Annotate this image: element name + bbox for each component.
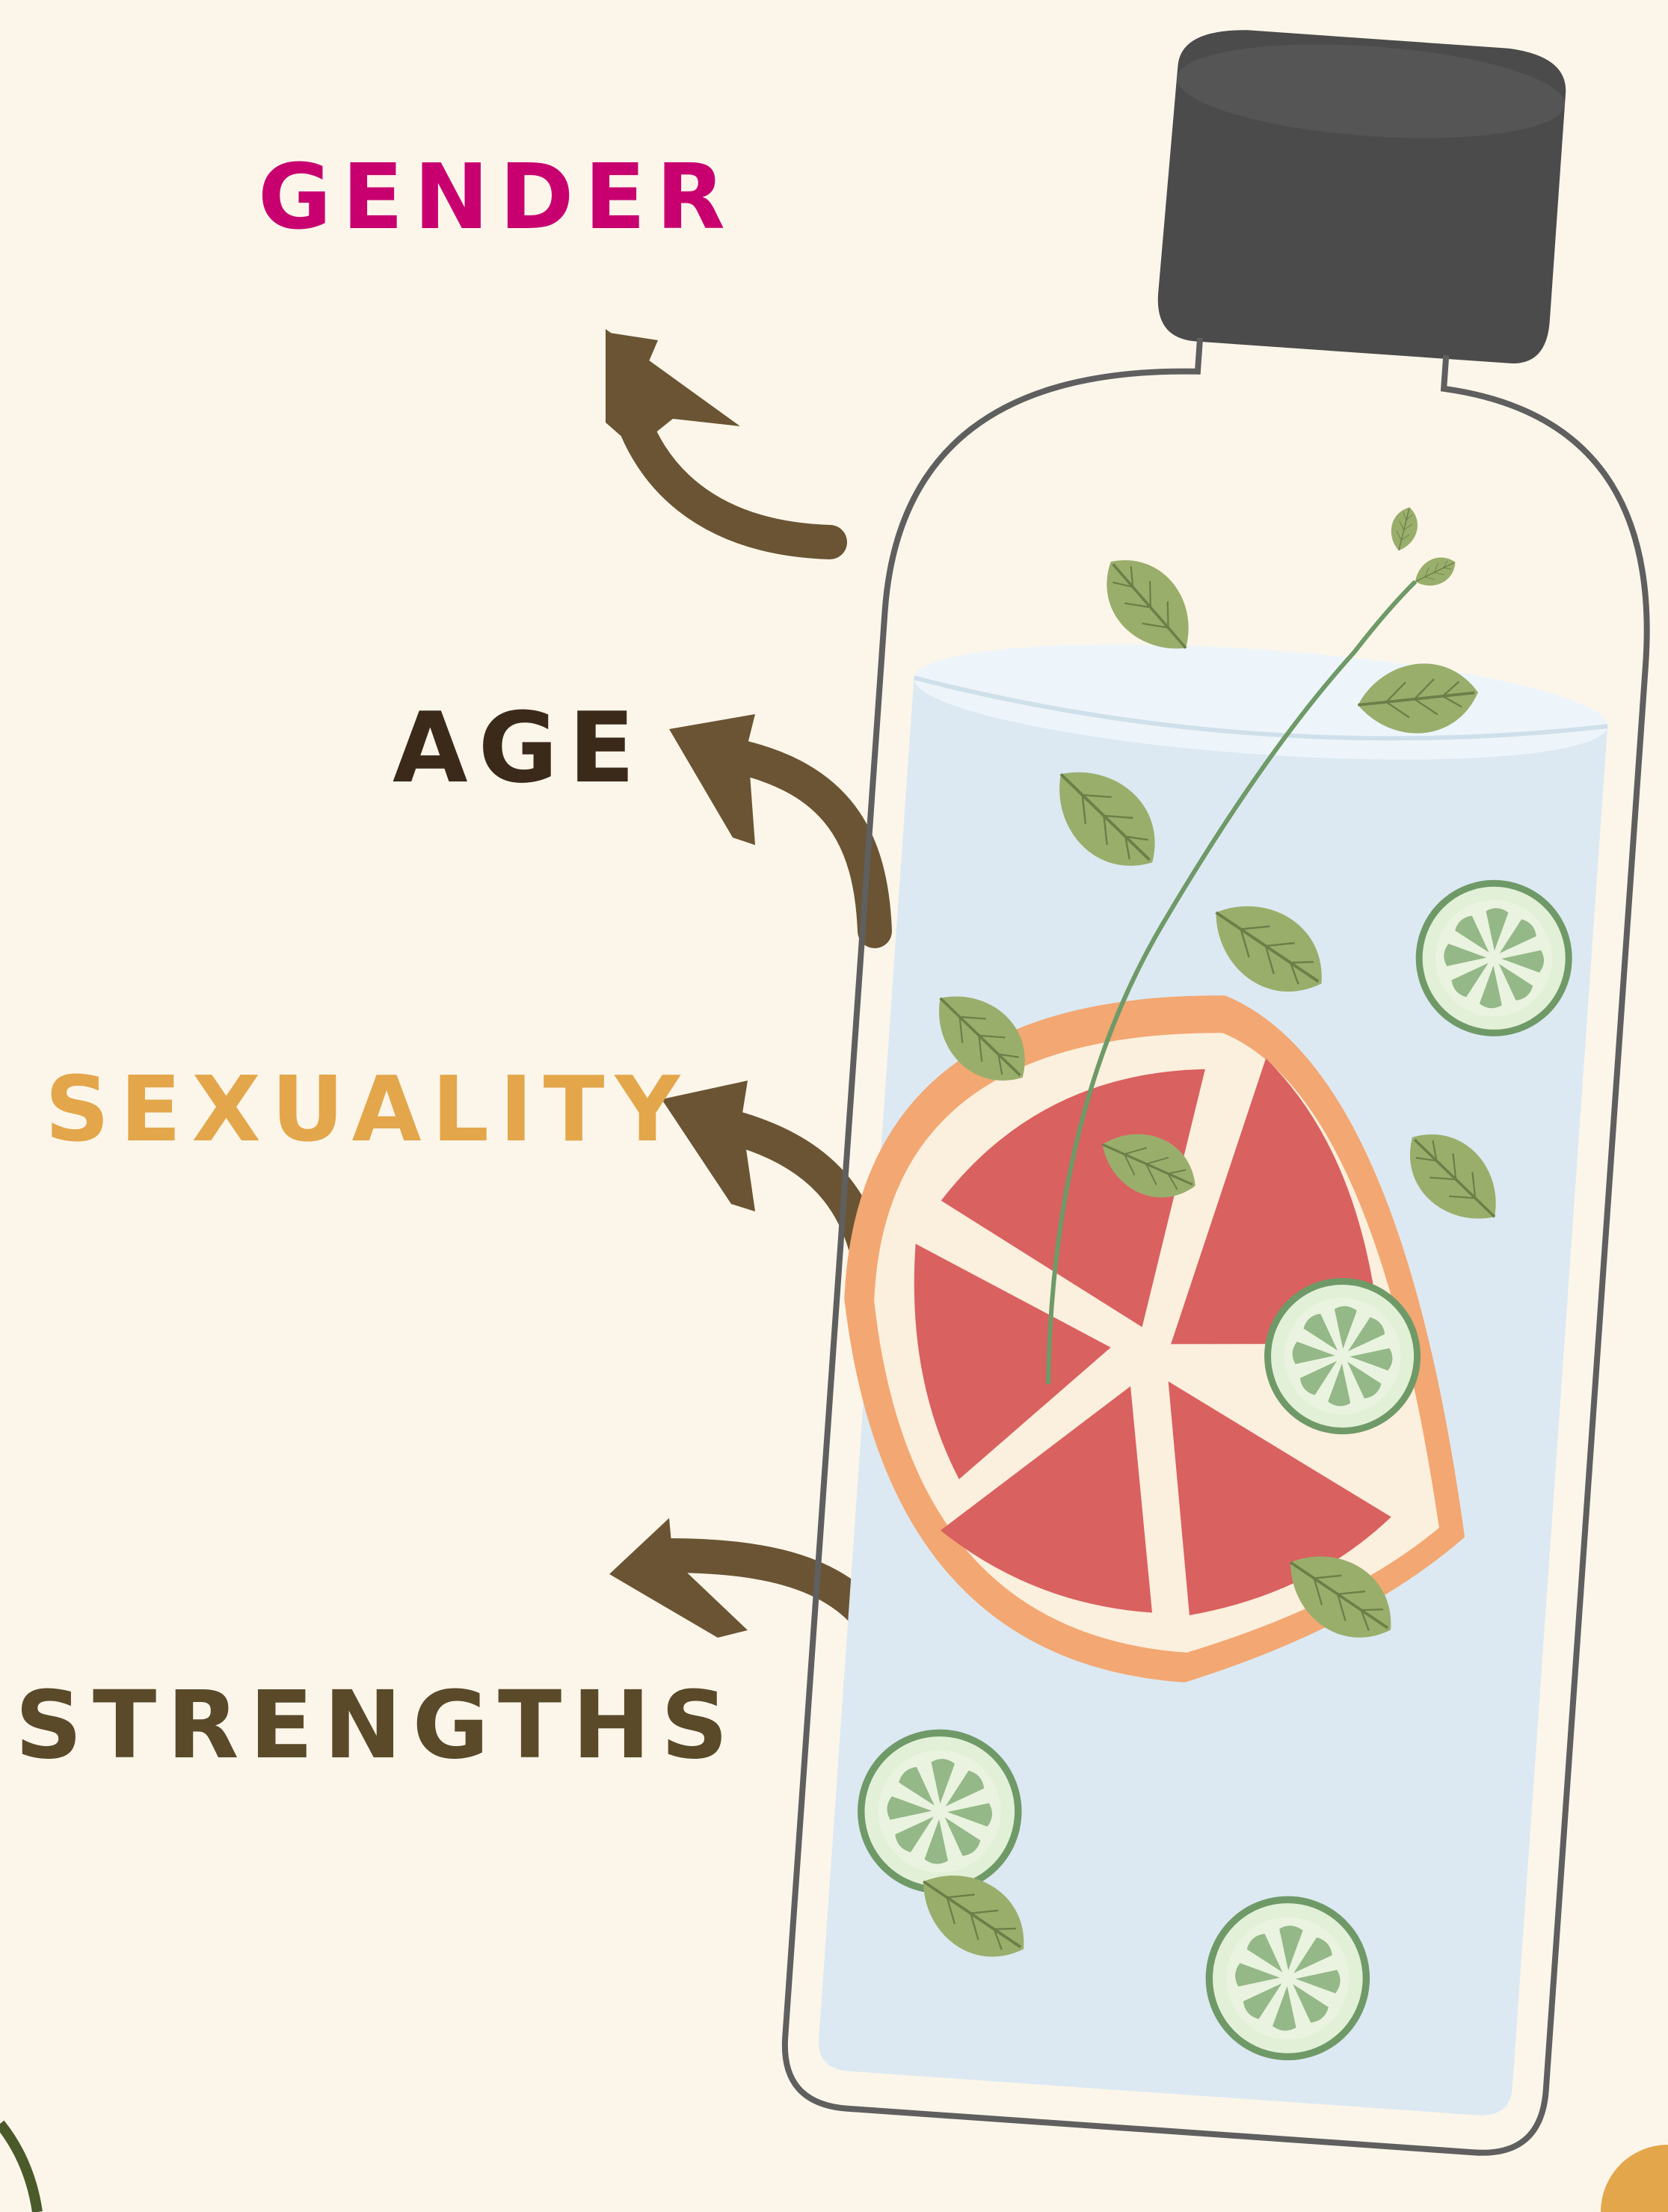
mint-leaf-icon [1386, 504, 1422, 553]
corner-fruit-icon [1601, 2145, 1668, 2212]
cap-icon [1155, 25, 1569, 366]
label-age: AGE [393, 699, 645, 796]
arrow-strengths-icon [609, 1518, 882, 1638]
bottle-icon [781, 7, 1668, 2157]
label-gender: GENDER [258, 153, 736, 243]
label-strengths: STRENGTHS [15, 1679, 739, 1772]
mint-leaf-icon [1410, 550, 1461, 593]
arrow-gender-icon [606, 329, 830, 542]
arrow-age-icon [669, 714, 875, 931]
corner-stem-icon [0, 2124, 37, 2212]
label-sexuality: SEXUALITY [45, 1066, 690, 1155]
